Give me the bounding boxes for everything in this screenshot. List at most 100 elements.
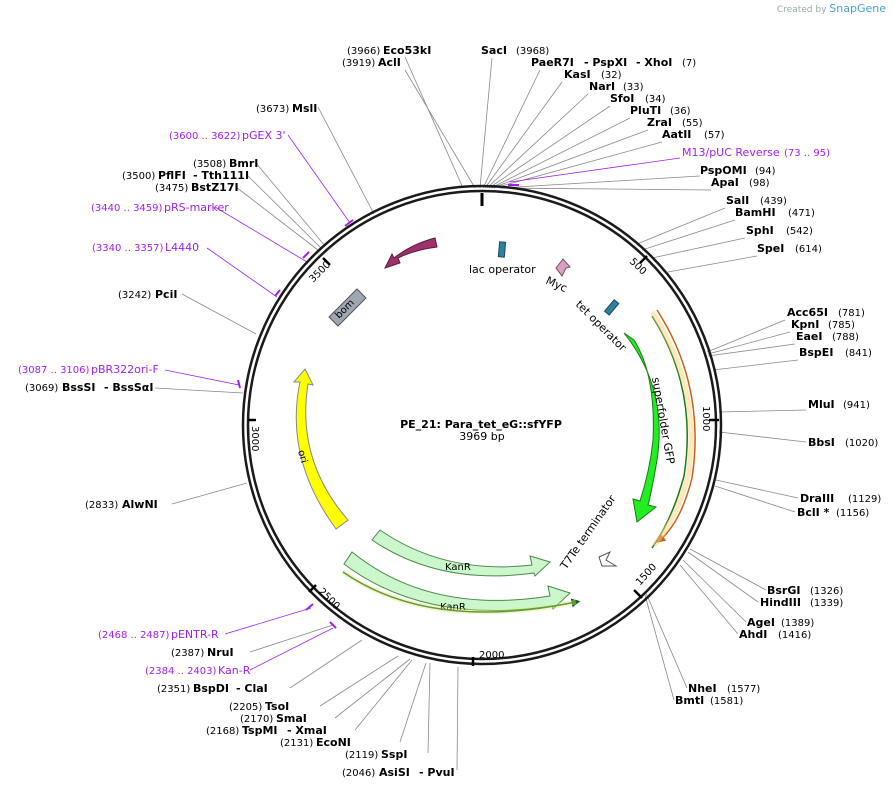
leader-line (354, 659, 413, 731)
tick-label: 3000 (249, 426, 260, 451)
enzyme-saci[interactable]: SacI (481, 44, 507, 57)
primer-range: (73 .. 95) (784, 148, 830, 159)
feature-bom[interactable]: bom (328, 288, 367, 327)
enzyme-sali[interactable]: SalI (726, 194, 749, 207)
enzyme-hindiii[interactable]: HindIII (760, 596, 801, 609)
enzyme-tth111i[interactable]: - Tth111I (193, 169, 249, 182)
leader-line (249, 627, 334, 671)
primer-pgex-3[interactable]: pGEX 3' (242, 129, 286, 142)
enzyme-pos: (1339) (810, 598, 843, 609)
enzyme-pos: (33) (623, 82, 644, 93)
enzyme-draiii[interactable]: DraIII (800, 492, 834, 505)
enzyme-spei[interactable]: SpeI (757, 242, 784, 255)
enzyme-eaei[interactable]: EaeI (796, 330, 823, 343)
enzyme-msli[interactable]: MslI (292, 102, 317, 115)
enzyme-bstz17i[interactable]: BstZ17I (191, 181, 239, 194)
enzyme-pcii[interactable]: PciI (155, 288, 177, 301)
feature-label: rop (403, 247, 424, 265)
primer-arc (656, 309, 696, 543)
enzyme-nhei[interactable]: NheI (688, 682, 717, 695)
enzyme-pos: (3242) (118, 290, 151, 301)
feature-tet-operator[interactable]: tet operator (573, 298, 629, 354)
enzyme-alwni[interactable]: AlwNI (122, 498, 158, 511)
enzyme-ahdi[interactable]: AhdI (739, 628, 767, 641)
feature-superfolder-gfp[interactable]: superfolder GFP (623, 332, 677, 523)
enzyme-xhoi[interactable]: - XhoI (636, 56, 672, 69)
feature-t7te-terminator[interactable]: T7Te terminator (557, 492, 619, 572)
feature-myc[interactable]: Myc (544, 258, 571, 295)
enzyme-agei[interactable]: AgeI (747, 616, 775, 629)
enzyme-pos: (2119) (345, 750, 378, 761)
enzyme-sspi[interactable]: SspI (381, 748, 407, 761)
enzyme-paer7i[interactable]: PaeR7I (531, 56, 574, 69)
leader-line (491, 129, 649, 189)
enzyme-apai[interactable]: ApaI (711, 176, 739, 189)
enzyme-pos: (3919) (342, 58, 375, 69)
enzyme-acli[interactable]: AclI (378, 56, 401, 69)
enzyme-mlui[interactable]: MluI (808, 398, 835, 411)
enzyme-asisi[interactable]: AsiSI (379, 766, 410, 779)
primer-kan-r[interactable]: Kan-R (218, 664, 251, 677)
leader-line (319, 655, 399, 707)
enzyme-bspei[interactable]: BspEI (799, 346, 833, 359)
leader-line (682, 559, 747, 623)
enzyme-sphi[interactable]: SphI (746, 224, 774, 237)
enzyme-pos: (2833) (85, 500, 118, 511)
enzyme-bsssi[interactable]: BssSI (62, 381, 96, 394)
enzyme-bmti[interactable]: BmtI (675, 694, 704, 707)
primer-prs-marker[interactable]: pRS-marker (164, 201, 229, 214)
enzyme-pflfi[interactable]: PflFI (158, 169, 186, 182)
enzyme-bsrgi[interactable]: BsrGI (767, 584, 800, 597)
enzyme-pos: (3508) (193, 159, 226, 170)
feature-lac-operator[interactable]: lac operator (469, 241, 536, 276)
enzyme-nrui[interactable]: NruI (207, 646, 234, 659)
enzyme-pspomi[interactable]: PspOMI (700, 164, 747, 177)
primer-m13-puc-reverse[interactable]: M13/pUC Reverse (682, 146, 780, 159)
enzyme-kpni[interactable]: KpnI (791, 318, 819, 331)
enzyme-eco53ki[interactable]: Eco53kI (383, 44, 431, 57)
enzyme-aatii[interactable]: AatII (662, 128, 691, 141)
enzyme-bcli[interactable]: BclI * (797, 506, 830, 519)
enzyme-econi[interactable]: EcoNI (316, 736, 351, 749)
enzyme-bmri[interactable]: BmrI (229, 157, 258, 170)
enzyme-pos: (439) (760, 196, 787, 207)
enzyme-pos: (34) (645, 94, 666, 105)
enzyme-kasi[interactable]: KasI (564, 68, 591, 81)
leader-line (706, 319, 786, 353)
enzyme-bamhi[interactable]: BamHI (735, 206, 776, 219)
leader-line (164, 369, 240, 386)
enzyme-pluti[interactable]: PluTI (630, 104, 661, 117)
primer-pentr-r[interactable]: pENTR-R (171, 628, 219, 641)
leader-line (707, 343, 796, 357)
enzyme-smai[interactable]: SmaI (276, 712, 307, 725)
enzyme-bsssai[interactable]: - BssSαI (104, 381, 153, 394)
enzyme-xmai[interactable]: - XmaI (287, 724, 327, 737)
primer-l4440[interactable]: L4440 (165, 241, 199, 254)
enzyme-tsoi[interactable]: TsoI (265, 700, 289, 713)
primer-pbr322ori-f[interactable]: pBR322ori-F (91, 363, 159, 376)
leader-line (501, 187, 712, 191)
enzyme-acc65i[interactable]: Acc65I (787, 306, 828, 319)
feature-label: Myc (544, 274, 569, 295)
leader-line (715, 479, 799, 499)
leader-line (644, 594, 675, 701)
enzyme-bspdi[interactable]: BspDI (193, 682, 229, 695)
primer-range: (2384 .. 2403) (145, 666, 217, 677)
enzyme-sfoi[interactable]: SfoI (610, 92, 634, 105)
enzyme-pos: (36) (670, 106, 691, 117)
feature-rop[interactable]: rop (384, 237, 438, 269)
enzyme-zrai[interactable]: ZraI (647, 116, 672, 129)
feature-ori[interactable]: ori (292, 368, 349, 530)
feature-kanr[interactable]: KanR (371, 529, 551, 577)
feature-kanr-2[interactable]: KanR (343, 551, 571, 613)
feature-label: lac operator (469, 263, 536, 276)
enzyme-pvui[interactable]: - PvuI (419, 766, 455, 779)
enzyme-pos: (2046) (342, 768, 375, 779)
enzyme-bbsi[interactable]: BbsI (808, 436, 835, 449)
enzyme-tspmi[interactable]: TspMI (242, 724, 278, 737)
enzyme-clai[interactable]: - ClaI (236, 682, 268, 695)
primer-site-mark (237, 379, 241, 389)
enzyme-pos: (2168) (206, 726, 239, 737)
enzyme-pspxi[interactable]: - PspXI (584, 56, 627, 69)
enzyme-nari[interactable]: NarI (589, 80, 615, 93)
